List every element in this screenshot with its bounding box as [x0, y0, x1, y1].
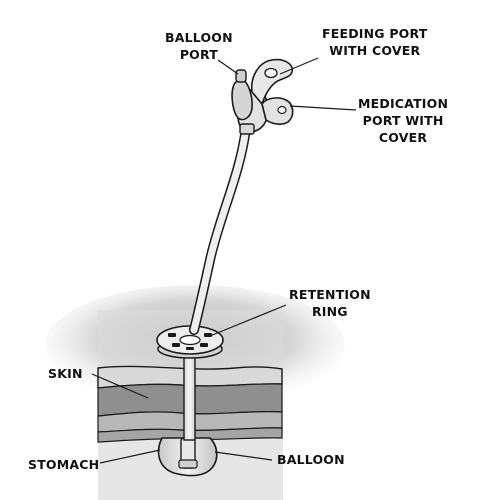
medication-port-label: MEDICATION PORT WITH COVER [358, 95, 448, 146]
feeding-port-label: FEEDING PORT WITH COVER [322, 25, 428, 59]
medication-port-label-line-3: COVER [378, 130, 428, 145]
tube-stem [183, 347, 196, 441]
medication-port-label-line-2: PORT WITH [362, 113, 444, 128]
skin-leader [91, 373, 149, 399]
port-hub [231, 58, 294, 135]
feeding-port-label-line-1: FEEDING PORT [322, 26, 428, 41]
balloon-leader [214, 451, 273, 461]
balloon-port-label-line-1: BALLOON [165, 30, 233, 45]
balloon-label: BALLOON [277, 452, 345, 467]
skin-label: SKIN [48, 366, 83, 381]
feeding-port-leader [279, 57, 319, 75]
balloon-shape [157, 437, 218, 477]
retention-ring-label-line-1: RETENTION [289, 287, 371, 302]
retention-ring-leader [209, 304, 287, 337]
balloon-port-label-line-2: PORT [179, 47, 218, 62]
medication-port-leader [289, 105, 357, 111]
balloon-port-label: BALLOON PORT [165, 29, 233, 63]
retention-ring-label: RETENTION RING [289, 286, 371, 320]
retention-ring-label-line-2: RING [311, 304, 348, 319]
leader-lines [91, 57, 357, 464]
retention-ring-shape [156, 325, 224, 359]
feeding-port-label-line-2: WITH COVER [329, 43, 421, 58]
stomach-leader [99, 449, 161, 464]
stomach-label: STOMACH [28, 457, 100, 472]
feeding-tube [189, 123, 251, 335]
medication-port-label-line-1: MEDICATION [358, 96, 449, 111]
balloon-port-leader [217, 59, 239, 75]
